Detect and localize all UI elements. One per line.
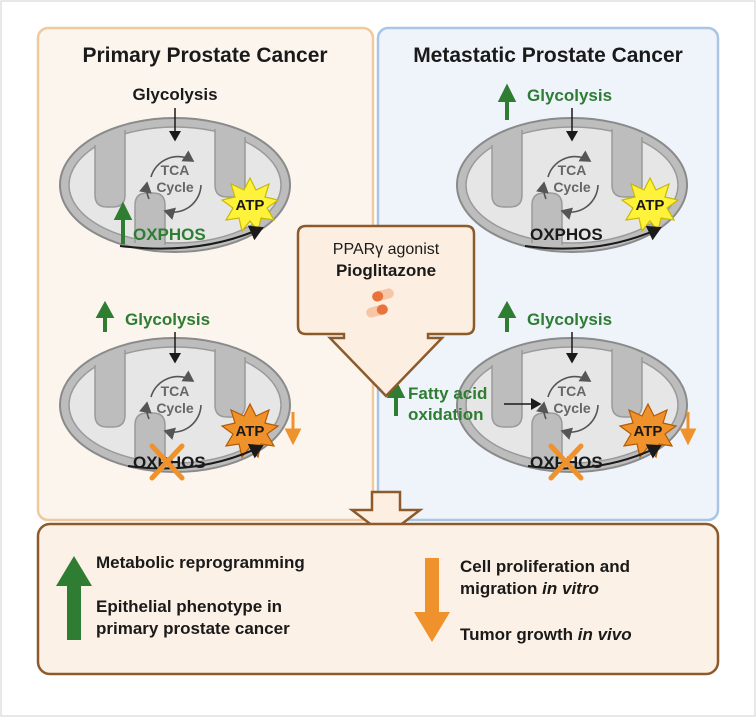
atp-label: ATP	[236, 197, 265, 214]
agonist-line1: PPARγ agonist	[333, 241, 440, 258]
up-arrow-large-icon	[56, 556, 92, 640]
down-arrow-large-icon	[414, 558, 450, 642]
mitochondrion-top-right: Glycolysis TCA Cycle ATP OXPHOS	[457, 83, 687, 252]
mitochondrion-bottom-right: Glycolysis TCA Cycle ATP OXPHOS Fatty ac…	[386, 300, 697, 481]
tca-label: TCA	[161, 383, 190, 399]
mitochondrion-bottom-left: Glycolysis TCA Cycle ATP OXPHOS	[60, 300, 302, 481]
oxphos-label: OXPHOS	[133, 225, 206, 244]
inhibition-x-icon	[149, 443, 185, 481]
up-arrow-icon	[95, 300, 115, 332]
tca-label: TCA	[161, 162, 190, 178]
glycolysis-label: Glycolysis	[132, 85, 217, 104]
atp-label: ATP	[236, 423, 265, 440]
mitochondrion-top-left: Glycolysis TCA Cycle ATP OXPHOS	[60, 85, 290, 252]
cycle-label: Cycle	[156, 179, 194, 195]
oxphos-arrow	[527, 444, 662, 470]
down-arrow-icon	[679, 412, 697, 446]
cycle-label: Cycle	[553, 179, 591, 195]
outcome-up-line1: Metabolic reprogramming	[96, 553, 305, 572]
oxphos-label: OXPHOS	[530, 225, 603, 244]
primary-title: Primary Prostate Cancer	[82, 44, 327, 67]
up-arrow-icon	[113, 201, 133, 244]
oxphos-arrow	[119, 225, 264, 250]
agonist-callout: PPARγ agonist Pioglitazone	[296, 224, 476, 398]
cycle-label: Cycle	[553, 400, 591, 416]
outcome-up-line2: Epithelial phenotype in	[96, 597, 282, 616]
fatty-acid-label: Fatty acid	[408, 384, 487, 403]
outcome-down-line3: Tumor growth in vivo	[460, 625, 632, 644]
up-arrow-icon	[497, 300, 517, 332]
cycle-label: Cycle	[156, 400, 194, 416]
pill-icon	[366, 288, 394, 318]
metastatic-title: Metastatic Prostate Cancer	[413, 44, 683, 67]
tca-label: TCA	[558, 383, 587, 399]
inhibition-x-icon	[548, 443, 584, 481]
oxidation-label: oxidation	[408, 405, 484, 424]
atp-label: ATP	[634, 423, 663, 440]
outcome-box	[36, 522, 720, 676]
atp-label: ATP	[636, 197, 665, 214]
up-arrow-icon	[497, 83, 517, 120]
glycolysis-label: Glycolysis	[527, 310, 612, 329]
outcome-down-line2: migration in vitro	[460, 579, 599, 598]
down-arrow-icon	[284, 412, 302, 446]
outcome-up-line3: primary prostate cancer	[96, 619, 290, 638]
oxphos-arrow	[524, 225, 662, 250]
tca-label: TCA	[558, 162, 587, 178]
glycolysis-label: Glycolysis	[125, 310, 210, 329]
outcome-down-line1: Cell proliferation and	[460, 557, 630, 576]
oxphos-arrow	[127, 444, 264, 470]
glycolysis-label: Glycolysis	[527, 86, 612, 105]
agonist-line2: Pioglitazone	[336, 261, 436, 280]
